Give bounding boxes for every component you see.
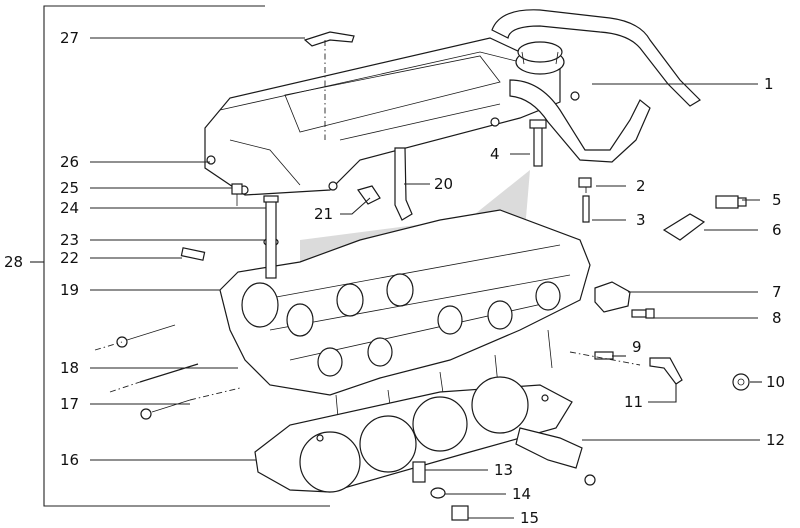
callout-16: 16 [60,451,79,469]
callout-7: 7 [772,283,782,301]
callout-24: 24 [60,199,79,217]
oil-filler-cap [515,41,565,75]
callout-15: 15 [520,509,539,527]
callout-6: 6 [772,221,782,239]
callout-23: 23 [60,231,79,249]
callout-26: 26 [60,153,79,171]
callout-19: 19 [60,281,79,299]
head-gasket [254,376,573,493]
callout-3: 3 [636,211,646,229]
callout-8: 8 [772,309,782,327]
callout-11: 11 [624,393,643,411]
callout-10: 10 [766,373,785,391]
callout-28: 28 [4,253,23,271]
callout-21: 21 [314,205,333,223]
callout-1: 1 [764,75,774,93]
callout-13: 13 [494,461,513,479]
callout-18: 18 [60,359,79,377]
callout-9: 9 [632,338,642,356]
leader-lines [90,37,762,519]
small-parts [94,31,750,521]
callout-17: 17 [60,395,79,413]
callout-labels: 27 1 4 2 3 5 6 7 8 9 10 11 12 13 14 15 1… [4,29,785,527]
callout-22: 22 [60,249,79,267]
callout-2: 2 [636,177,646,195]
breather-hose [491,9,701,163]
callout-20: 20 [434,175,453,193]
callout-5: 5 [772,191,782,209]
valve-cover [204,37,580,196]
callout-4: 4 [490,145,500,163]
callout-12: 12 [766,431,785,449]
cylinder-head [219,209,591,396]
callout-25: 25 [60,179,79,197]
callout-14: 14 [512,485,531,503]
assembly-bracket [30,5,330,507]
callout-27: 27 [60,29,79,47]
